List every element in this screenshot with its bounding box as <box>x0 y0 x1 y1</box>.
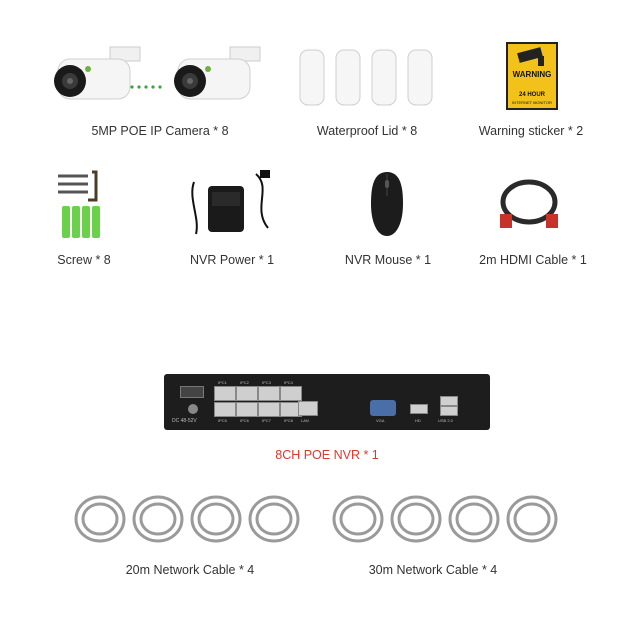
ethernet-port <box>236 386 258 401</box>
vga-label: VGA <box>376 418 385 423</box>
network-cable-coil-icon <box>332 495 558 543</box>
item-label-hdmi: 2m HDMI Cable * 1 <box>479 253 587 267</box>
port-label: IPC1 <box>218 380 227 385</box>
sticker-title: WARNING <box>512 70 552 79</box>
item-label-cable-30m: 30m Network Cable * 4 <box>368 563 498 577</box>
vga-port <box>370 400 396 416</box>
power-adapter-group <box>186 168 284 240</box>
sticker-subtitle: 24 HOUR <box>518 92 545 98</box>
ethernet-port <box>236 402 258 417</box>
port-label: IPC5 <box>218 418 227 423</box>
network-cable-coil-icon <box>74 495 300 543</box>
item-label-sticker: Warning sticker * 2 <box>478 124 584 138</box>
waterproof-lid-icon <box>299 49 433 106</box>
mouse-icon <box>371 172 403 236</box>
item-label-camera: 5MP POE IP Camera * 8 <box>91 124 229 138</box>
item-label-mouse: NVR Mouse * 1 <box>344 253 432 267</box>
item-label-cable-20m: 20m Network Cable * 4 <box>125 563 255 577</box>
item-label-nvr: 8CH POE NVR * 1 <box>275 448 379 462</box>
port-label: IPC8 <box>284 418 293 423</box>
port-label: IPC2 <box>240 380 249 385</box>
item-label-power: NVR Power * 1 <box>189 253 275 267</box>
port-label: IPC4 <box>284 380 293 385</box>
camera-group <box>40 35 280 115</box>
lan-port <box>298 401 318 416</box>
screw-kit-group <box>52 166 112 246</box>
nvr-recorder-icon: DC 48-52V IPC1 IPC2 IPC3 IPC4 IPC5 IPC6 … <box>164 374 490 430</box>
hd-label: HD <box>415 418 421 423</box>
item-label-lid: Waterproof Lid * 8 <box>316 124 418 138</box>
port-label: IPC3 <box>262 380 271 385</box>
usb-port <box>440 406 458 416</box>
usb-label: USB 2.0 <box>438 418 453 423</box>
nvr-power-switch <box>180 386 204 398</box>
nvr-dc-label: DC 48-52V <box>172 418 197 424</box>
mouse-group <box>367 170 407 240</box>
waterproof-lid-group <box>295 45 435 110</box>
ethernet-port <box>280 386 302 401</box>
network-cable-30m-group <box>330 492 560 547</box>
ethernet-port <box>258 402 280 417</box>
nvr-dc-jack <box>188 404 198 414</box>
hdmi-cable-icon <box>500 179 558 228</box>
hdmi-port <box>410 404 428 414</box>
network-cable-20m-group <box>72 492 302 547</box>
bullet-camera-icon <box>54 46 261 100</box>
sticker-line: INTERNET MONITOR <box>512 100 552 105</box>
item-label-screw: Screw * 8 <box>57 253 111 267</box>
ethernet-port <box>258 386 280 401</box>
nvr-poe-port-grid: IPC1 IPC2 IPC3 IPC4 IPC5 IPC6 IPC7 IPC8 <box>214 380 304 426</box>
power-adapter-icon <box>191 170 270 235</box>
screw-kit-icon <box>58 170 100 238</box>
warning-sticker-icon: WARNING 24 HOUR INTERNET MONITOR <box>506 42 558 110</box>
hdmi-cable-group <box>498 176 560 232</box>
ethernet-port <box>214 402 236 417</box>
lan-label: LAN <box>301 418 309 423</box>
usb-port <box>440 396 458 406</box>
port-label: IPC7 <box>262 418 271 423</box>
ethernet-port <box>214 386 236 401</box>
port-label: IPC6 <box>240 418 249 423</box>
